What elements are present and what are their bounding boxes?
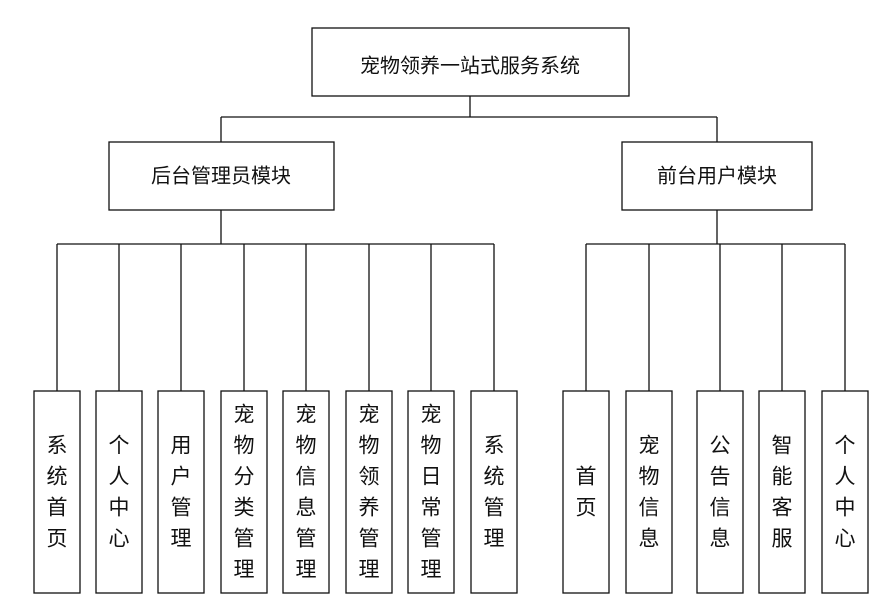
admin-module-label: 后台管理员模块 [151,164,291,188]
leaf-node-label: 宠物分类管理 [234,403,255,582]
leaf-node-label: 公告信息 [710,434,731,551]
leaf-node-box [407,390,455,594]
leaf-node-box [562,390,610,594]
leaf-node-box [470,390,518,594]
leaf-node-label: 用户管理 [171,434,192,551]
leaf-node: 宠物分类管理 [220,390,268,594]
leaf-node: 公告信息 [696,390,744,594]
leaf-node-box [157,390,205,594]
leaf-node-box [821,390,869,594]
leaf-node: 宠物领养管理 [345,390,393,594]
leaf-node-label: 首页 [576,465,597,520]
admin-module-box [108,141,335,211]
leaf-node: 个人中心 [821,390,869,594]
leaf-node-label: 智能客服 [772,434,793,551]
leaf-node: 用户管理 [157,390,205,594]
leaf-node: 首页 [562,390,610,594]
leaf-node-box [282,390,330,594]
user-module-label: 前台用户模块 [657,164,777,188]
leaf-node-box [625,390,673,594]
leaf-node: 宠物日常管理 [407,390,455,594]
leaf-node: 系统首页 [33,390,81,594]
connector-lines [56,96,846,391]
leaf-node-label: 个人中心 [109,434,130,551]
leaf-node-label: 系统管理 [484,434,505,551]
leaf-node: 个人中心 [95,390,143,594]
leaf-node-box [696,390,744,594]
leaf-node: 智能客服 [758,390,806,594]
leaf-node: 系统管理 [470,390,518,594]
leaf-nodes: 系统首页 个人中心 用户管理 宠物分类管理 宠物信息管理 宠物领养管理 宠物日常管理 系统管理… [33,390,869,594]
leaf-node-box [345,390,393,594]
leaf-node-box [33,390,81,594]
leaf-node-box [758,390,806,594]
leaf-node-label: 宠物信息管理 [296,403,317,582]
user-module-box [621,141,813,211]
leaf-node-box [220,390,268,594]
admin-module-node: 后台管理员模块 [108,141,335,211]
leaf-node-box [95,390,143,594]
root-node-label: 宠物领养一站式服务系统 [360,54,580,78]
root-node: 宠物领养一站式服务系统 [311,27,630,97]
leaf-node: 宠物信息管理 [282,390,330,594]
leaf-node-label: 宠物日常管理 [421,403,442,582]
leaf-node: 宠物信息 [625,390,673,594]
leaf-node-label: 宠物领养管理 [359,403,380,582]
user-module-node: 前台用户模块 [621,141,813,211]
root-node-box [311,27,630,97]
leaf-node-label: 系统首页 [47,434,68,551]
leaf-node-label: 个人中心 [835,434,856,551]
leaf-node-label: 宠物信息 [639,434,660,551]
